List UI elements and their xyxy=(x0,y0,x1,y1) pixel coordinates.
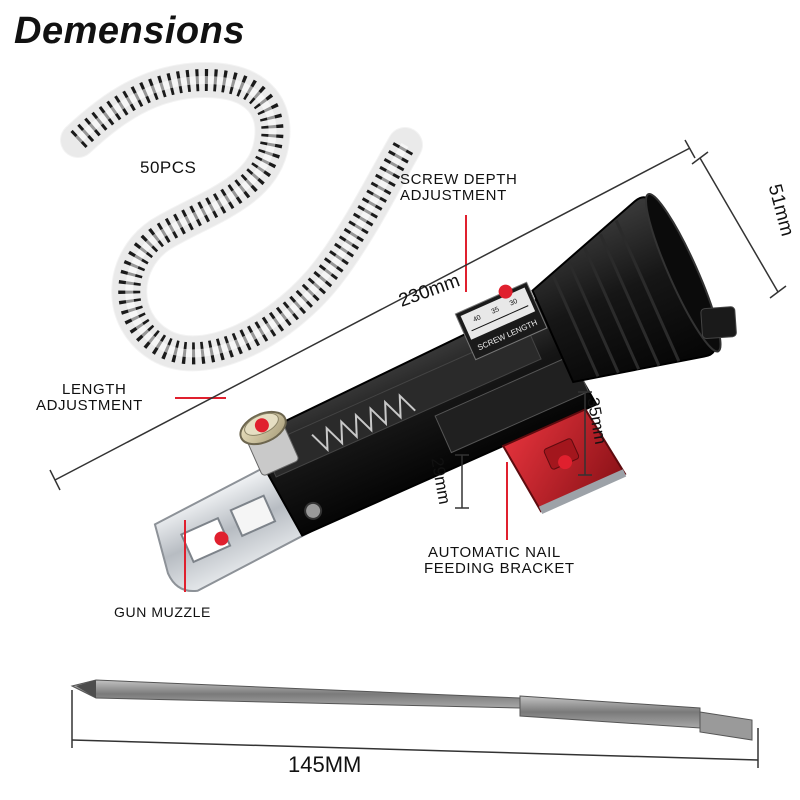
screw-depth-dot xyxy=(498,284,513,299)
page-title: Demensions xyxy=(14,10,245,52)
bit-length-label: 145MM xyxy=(288,752,362,777)
scale-tick-35: 35 xyxy=(490,306,500,316)
screw-depth-line-2: ADJUSTMENT xyxy=(400,187,507,204)
length-adjustment-callout: LENGTH ADJUSTMENT xyxy=(36,382,143,414)
autofeed-tool: SCREW LENGTH 40 35 30 xyxy=(153,192,737,593)
bit-length-line xyxy=(71,739,759,761)
feeding-bracket-callout: AUTOMATIC NAIL FEEDING BRACKET xyxy=(424,545,575,577)
feeding-bracket-line-1: AUTOMATIC NAIL xyxy=(428,544,561,561)
scale-tick-40: 40 xyxy=(472,314,482,324)
length-adjustment-line-1: LENGTH xyxy=(62,381,127,398)
length-adjustment-line-2: ADJUSTMENT xyxy=(36,397,143,414)
gun-muzzle xyxy=(153,462,311,593)
driver-bit xyxy=(70,679,753,741)
tool-head xyxy=(531,192,737,384)
bracket-dot xyxy=(558,455,573,470)
screw-depth-callout: SCREW DEPTH ADJUSTMENT xyxy=(400,172,517,204)
overall-length-line xyxy=(54,147,691,481)
gun-muzzle-callout: GUN MUZZLE xyxy=(114,604,211,620)
tool-body xyxy=(246,298,598,537)
screw-strip xyxy=(60,61,423,372)
length-adjust-dot xyxy=(254,418,269,433)
screw-count-label: 50PCS xyxy=(140,158,197,177)
muzzle-dot xyxy=(214,531,229,546)
dimension-lines xyxy=(49,139,787,768)
scale-tick-30: 30 xyxy=(509,298,519,308)
head-diameter-line xyxy=(699,157,779,293)
screw-depth-line-1: SCREW DEPTH xyxy=(400,171,518,188)
callout-leaders xyxy=(175,215,508,592)
feeding-bracket-line-2: FEEDING BRACKET xyxy=(424,560,575,577)
